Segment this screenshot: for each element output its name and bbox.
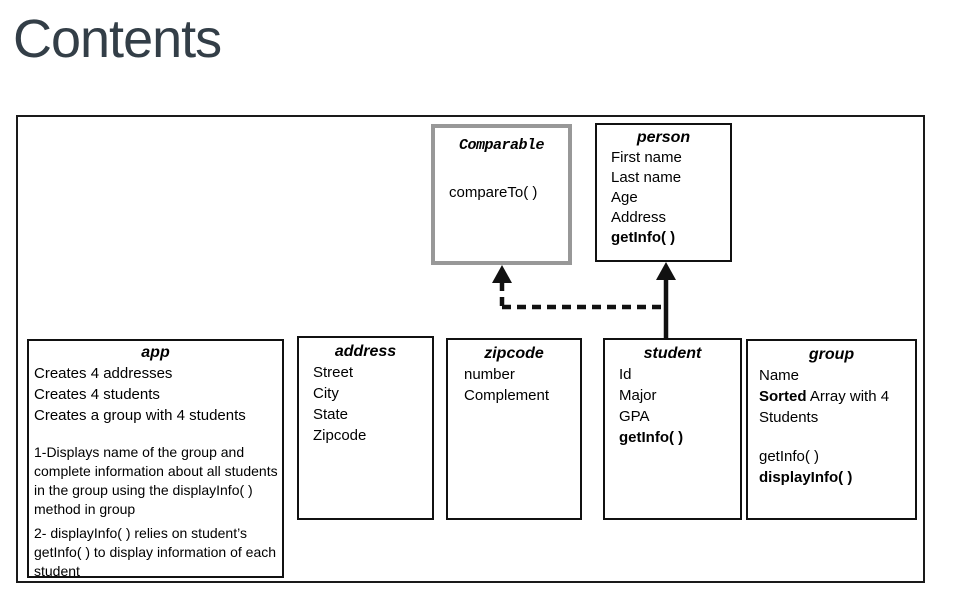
page-title: Contents (13, 9, 222, 69)
class-title-person: person (636, 129, 691, 146)
class-title-student: student (643, 345, 702, 362)
method-getinfo-group: getInfo( ) (759, 448, 820, 465)
attr-sorted-array-bold: Sorted (759, 388, 807, 405)
app-paragraph-2: 2- displayInfo( ) relies on student’s ge… (34, 525, 277, 579)
app-line-3: Creates a group with 4 students (34, 407, 246, 424)
attr-sorted-array: Sorted Array with 4 Students (748, 386, 915, 428)
attr-zipcode: Zipcode (313, 427, 367, 444)
attr-gpa: GPA (619, 408, 650, 425)
class-title-comparable: Comparable (458, 137, 545, 154)
class-box-group: group Name Sorted Array with 4 Students … (746, 339, 917, 520)
inheritance-arrow-student-to-person (656, 262, 676, 339)
attr-city: City (313, 385, 339, 402)
class-title-app: app (141, 344, 170, 361)
class-box-comparable: Comparable compareTo( ) (431, 124, 572, 265)
method-compareto: compareTo( ) (449, 184, 538, 201)
attr-first-name: First name (611, 149, 682, 166)
class-box-student: student Id Major GPA getInfo( ) (603, 338, 742, 520)
attr-name: Name (759, 367, 800, 384)
attr-last-name: Last name (611, 169, 682, 186)
attr-complement: Complement (464, 387, 550, 404)
class-title-zipcode: zipcode (484, 345, 544, 362)
attr-address: Address (611, 209, 667, 226)
method-getinfo: getInfo( ) (611, 229, 676, 246)
class-title-address: address (334, 343, 397, 360)
attr-id: Id (619, 366, 632, 383)
attr-state: State (313, 406, 349, 423)
app-line-2: Creates 4 students (34, 386, 160, 403)
class-box-person: person First name Last name Age Address … (595, 123, 732, 262)
class-box-app: app Creates 4 addresses Creates 4 studen… (27, 339, 284, 579)
attr-major: Major (619, 387, 657, 404)
attr-number: number (464, 366, 515, 383)
class-box-zipcode: zipcode number Complement (446, 338, 582, 520)
method-displayinfo-group: displayInfo( ) (759, 469, 853, 486)
attr-age: Age (611, 189, 638, 206)
diagram-frame: Comparable compareTo( ) person First nam… (16, 115, 925, 583)
class-title-group: group (808, 346, 855, 363)
realization-arrow-student-to-comparable (492, 265, 668, 310)
attr-street: Street (313, 364, 354, 381)
class-box-address: address Street City State Zipcode (297, 336, 434, 520)
app-line-1: Creates 4 addresses (34, 365, 173, 382)
attr-sorted-array-rest: Array with 4 Students (759, 388, 890, 426)
app-paragraph-1: 1-Displays name of the group and complet… (34, 444, 278, 517)
method-getinfo-student: getInfo( ) (619, 429, 684, 446)
